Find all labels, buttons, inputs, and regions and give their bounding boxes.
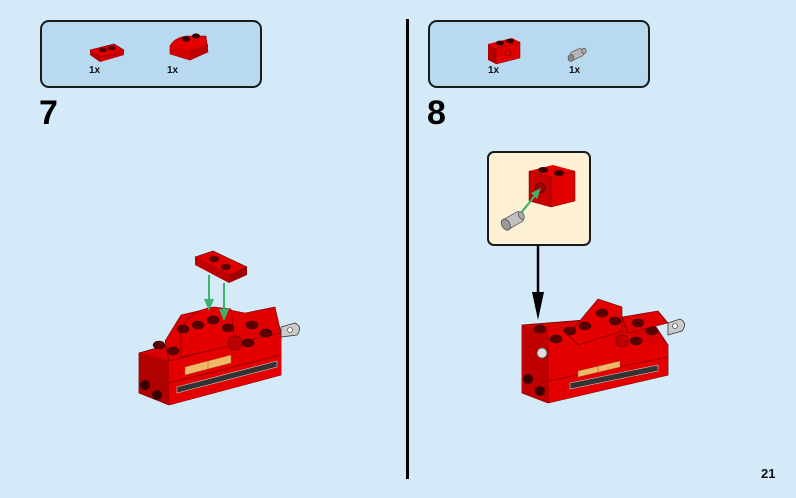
callout-pointer-arrow [532, 246, 544, 320]
step-number: 8 [427, 94, 446, 132]
step-number: 7 [39, 94, 58, 132]
part-qty: 1x [89, 65, 101, 76]
sub-assembly-callout [487, 151, 591, 246]
step-7-parts-box: 1x 1x [40, 20, 262, 88]
red-technic-brick-icon [488, 38, 521, 65]
red-curved-slope-icon [169, 33, 209, 61]
step-8-parts-box: 1x 1x [428, 20, 650, 88]
grey-technic-pin-icon [567, 47, 587, 62]
part-qty: 1x [488, 65, 500, 76]
step-7-assembly-illustration [138, 250, 300, 406]
red-plate-1x2-icon [89, 43, 125, 62]
step-divider [406, 19, 409, 479]
part-qty: 1x [569, 65, 581, 76]
part-qty: 1x [167, 65, 179, 76]
step-8-assembly-illustration [521, 298, 685, 404]
page-number: 21 [761, 466, 776, 481]
pin-insertion-illustration [500, 165, 576, 231]
